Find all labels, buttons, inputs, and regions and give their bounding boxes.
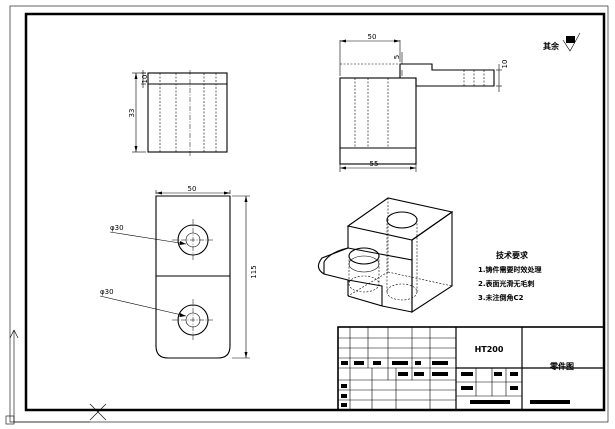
title-block-drawing-name: 零件图 bbox=[549, 361, 574, 371]
side-view: 50 5 10 55 bbox=[339, 33, 509, 172]
front-view: 33 10 bbox=[128, 70, 228, 156]
dim-top-width: 50 bbox=[188, 185, 197, 193]
front-view-outline bbox=[147, 72, 228, 153]
dim-top-length: 115 bbox=[250, 265, 258, 278]
title-block-material: HT200 bbox=[475, 345, 504, 354]
note-item-1: 1.铸件需要时效处理 bbox=[478, 265, 542, 274]
outer-border bbox=[9, 5, 609, 423]
dim-front-height: 33 bbox=[128, 109, 136, 118]
hole-upper-label: φ30 bbox=[110, 224, 124, 232]
dim-front-top-thickness: 10 bbox=[141, 75, 149, 84]
top-view: 50 115 φ30 φ30 bbox=[99, 185, 258, 359]
dim-side-tab-height: 10 bbox=[501, 60, 509, 69]
isometric-view bbox=[317, 197, 454, 314]
roughness-label: 其余 bbox=[543, 41, 560, 51]
inner-frame bbox=[24, 12, 606, 412]
title-block: HT200 零件图 bbox=[337, 326, 605, 411]
surface-roughness-symbol: 其余 bbox=[543, 32, 581, 52]
note-item-2: 2.表面光滑无毛刺 bbox=[478, 279, 535, 288]
dim-side-bottom-width: 55 bbox=[370, 160, 379, 168]
technical-notes: 技术要求 1.铸件需要时效处理 2.表面光滑无毛刺 3.未注倒角C2 bbox=[478, 250, 542, 302]
dim-side-slot: 5 bbox=[393, 55, 401, 59]
dim-side-top-width: 50 bbox=[368, 33, 377, 41]
note-item-3: 3.未注倒角C2 bbox=[478, 293, 524, 302]
hole-lower-label: φ30 bbox=[100, 288, 114, 296]
side-view-body bbox=[339, 77, 417, 165]
notes-title: 技术要求 bbox=[496, 250, 529, 260]
ucs-icon bbox=[5, 329, 107, 425]
top-view-outline bbox=[155, 195, 231, 359]
